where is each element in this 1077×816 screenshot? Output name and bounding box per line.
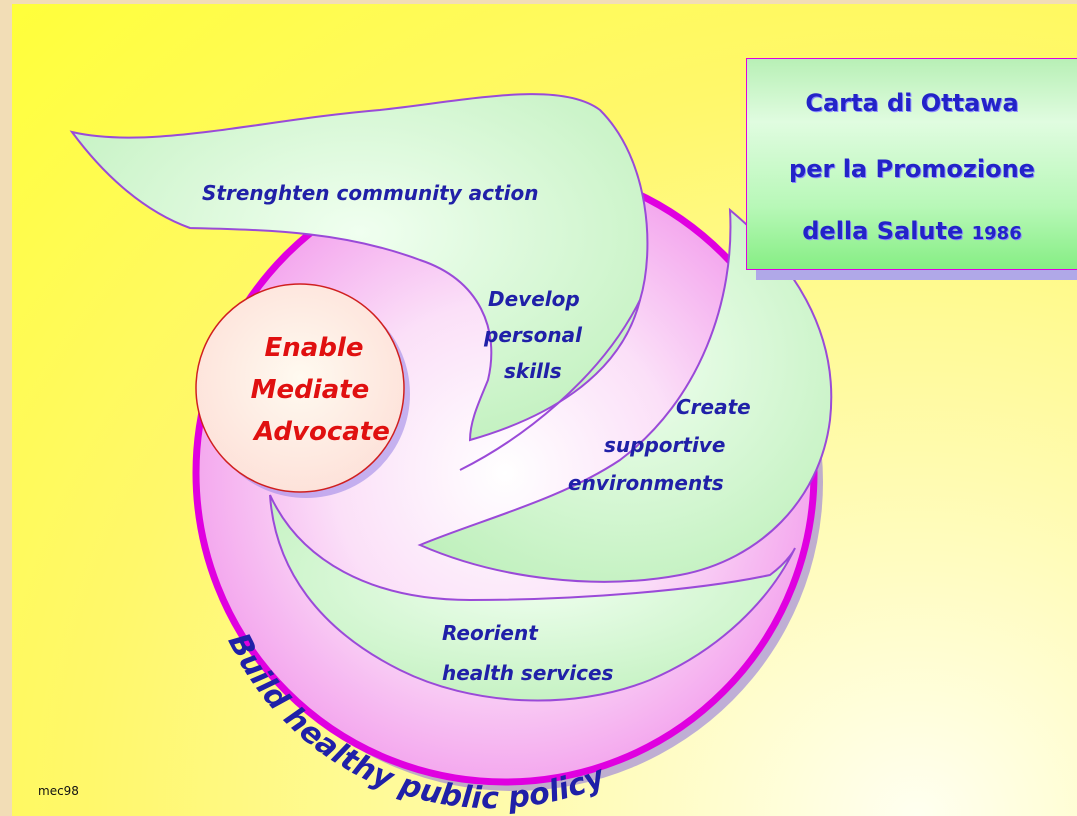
label-services-2: health services xyxy=(442,661,614,685)
center-enable: Enable xyxy=(265,333,364,363)
label-services-1: Reorient xyxy=(442,621,539,645)
label-environments-2: supportive xyxy=(604,433,725,457)
label-community-action: Strenghten community action xyxy=(202,181,538,205)
title-line-3-text: della Salute xyxy=(802,217,964,245)
title-line-2: per la Promozione xyxy=(789,155,1035,183)
center-circle xyxy=(195,283,405,493)
center-mediate: Mediate xyxy=(251,375,370,405)
watermark: mec98 xyxy=(38,784,79,798)
label-skills-2: personal xyxy=(483,323,583,347)
label-skills-3: skills xyxy=(504,359,562,383)
label-skills-1: Develop xyxy=(488,287,580,311)
label-environments-3: environments xyxy=(568,471,724,495)
title-year: 1986 xyxy=(971,223,1022,244)
leaf-supportive-environments xyxy=(417,207,833,583)
leaf-health-services xyxy=(269,494,796,702)
title-line-3: della Salute 1986 xyxy=(747,217,1077,245)
label-environments-1: Create xyxy=(676,395,751,419)
title-line-1: Carta di Ottawa xyxy=(805,89,1019,117)
title-box: Carta di Ottawa per la Promozione della … xyxy=(746,58,1077,270)
center-advocate: Advocate xyxy=(252,417,390,447)
leaf-stem-skills xyxy=(459,299,641,471)
